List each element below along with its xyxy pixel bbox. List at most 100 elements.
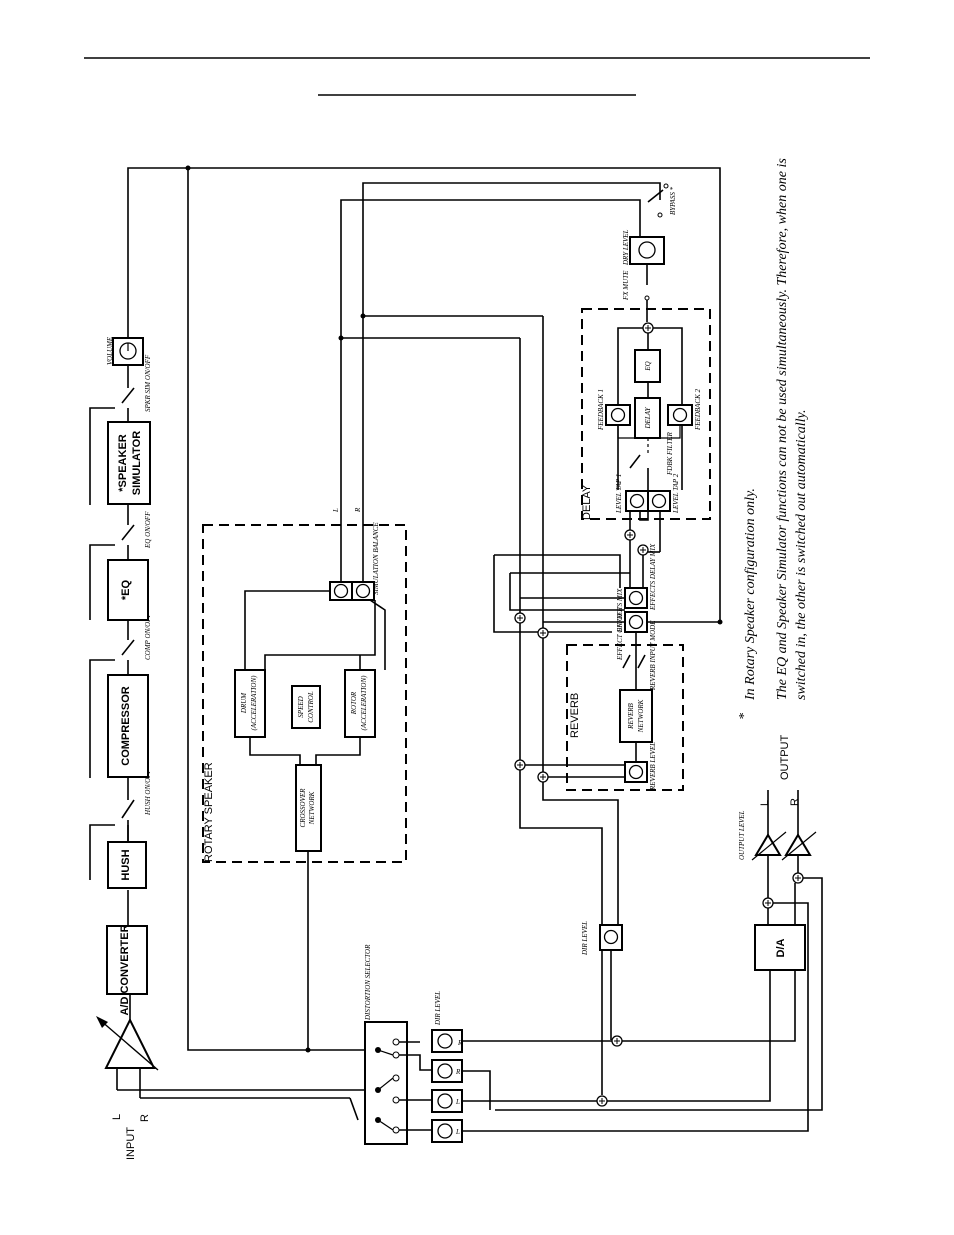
input-config-label: DISTORTION SELECTOR bbox=[364, 944, 372, 1021]
balance-label: SIMULATION BALANCE bbox=[372, 522, 380, 595]
footnote-line-3: switched in, the other is switched out a… bbox=[794, 410, 809, 700]
balance-l-knob-icon[interactable] bbox=[333, 583, 349, 599]
delay-eq-label: EQ bbox=[644, 361, 652, 371]
effects-delay-mix-label: EFFECTS DELAY MIX bbox=[649, 543, 657, 611]
speed-label-2: CONTROL bbox=[307, 691, 315, 723]
level-tap1-knob-icon[interactable] bbox=[629, 493, 645, 509]
effect-on-off-label: EFFECT ON/OFF bbox=[616, 607, 624, 661]
da-converter-label: D/A bbox=[775, 938, 787, 957]
da-converter-block bbox=[754, 924, 806, 971]
reverb-section bbox=[566, 644, 684, 791]
effect-on-off-switch[interactable] bbox=[622, 654, 646, 669]
output-l-amp-triangle bbox=[754, 833, 782, 856]
eq-switch bbox=[121, 524, 135, 541]
feedback2-knob-icon[interactable] bbox=[672, 407, 688, 423]
level-tap2-knob-icon[interactable] bbox=[651, 493, 667, 509]
speaker-simulator-label-2: SIMULATOR bbox=[131, 431, 143, 495]
input-gain-arrow bbox=[99, 1019, 159, 1071]
hush-label: HUSH bbox=[120, 849, 132, 880]
drum-label-2: (ACCELERATION) bbox=[250, 675, 258, 731]
output-r-label: R bbox=[789, 798, 801, 806]
speaker-simulator-label-1: *SPEAKER bbox=[117, 434, 129, 492]
output-level-label: OUTPUT LEVEL bbox=[738, 810, 746, 860]
fdbk-filter-label: FDBK FILTER bbox=[666, 431, 674, 476]
reverb-level-knob-icon[interactable] bbox=[628, 764, 644, 780]
input-l-label: L bbox=[111, 1114, 123, 1120]
rotary-l-out-wire bbox=[340, 199, 641, 582]
rotor-block bbox=[344, 669, 376, 738]
rotary-speaker-section bbox=[202, 524, 407, 863]
speed-label-1: SPEED bbox=[297, 696, 305, 717]
rotor-label-1: ROTOR bbox=[350, 691, 358, 715]
reverb-section-title: REVERB bbox=[569, 693, 581, 738]
delay-block-label: DELAY bbox=[644, 406, 652, 429]
spkr-sim-switch-label: SPKR SIM ON/OFF bbox=[144, 354, 152, 412]
speaker-simulator-block bbox=[107, 421, 151, 505]
delay-section-title: DELAY bbox=[581, 484, 593, 520]
reverb-input-mode-label: REVERB INPUT MODE bbox=[649, 620, 657, 691]
bypass-switch-label: BYPASS * bbox=[669, 186, 677, 215]
drum-block bbox=[234, 669, 266, 738]
dry-mix-level-knob-icon[interactable] bbox=[603, 929, 619, 945]
level-l2-tag: L bbox=[455, 1128, 460, 1136]
dry-level-label: DRY LEVEL bbox=[622, 229, 630, 266]
dry-level-knob-icon[interactable] bbox=[638, 241, 656, 259]
comp-switch bbox=[121, 639, 135, 656]
rotary-r-label: R bbox=[354, 507, 362, 513]
reverb-network-label-1: REVERB bbox=[627, 702, 635, 729]
input-r-label: R bbox=[139, 1114, 151, 1122]
reverb-network-label-2: NETWORK bbox=[637, 699, 645, 733]
crossover-label-2: NETWORK bbox=[308, 791, 316, 825]
hush-block bbox=[107, 841, 147, 889]
output-l-label: L bbox=[759, 800, 771, 806]
reverb-level-label: REVERB LEVEL bbox=[649, 742, 657, 791]
output-label: OUTPUT bbox=[779, 735, 791, 781]
fx-mute-label: FX MUTE bbox=[622, 270, 630, 301]
compressor-block bbox=[107, 674, 149, 778]
delay-section bbox=[581, 308, 711, 520]
fdbk-filter-switch[interactable] bbox=[629, 454, 641, 469]
crossover-label-1: CROSSOVER bbox=[299, 788, 307, 828]
ad-converter-block bbox=[106, 925, 148, 995]
level-tap1-label: LEVEL TAP 1 bbox=[615, 474, 623, 514]
rotary-section-title: ROTARY SPEAKER bbox=[203, 762, 215, 862]
bypass-switch[interactable] bbox=[647, 189, 664, 203]
feedback2-label: FEEDBACK 2 bbox=[694, 388, 702, 431]
feedback1-knob-icon[interactable] bbox=[610, 407, 626, 423]
rotor-label-2: (ACCELERATION) bbox=[360, 675, 368, 731]
dir-level-r-tag: R bbox=[457, 1039, 463, 1047]
dir-level-label-top: DIR LEVEL bbox=[581, 921, 589, 956]
footnote-line-1: In Rotary Speaker configuration only. bbox=[743, 488, 758, 701]
eq-label: *EQ bbox=[120, 579, 132, 600]
reverb-network-block bbox=[619, 689, 653, 743]
level-l1-knob-icon[interactable] bbox=[437, 1093, 453, 1109]
hush-switch bbox=[121, 799, 135, 825]
feedback1-label: FEEDBACK 1 bbox=[597, 389, 605, 431]
comp-switch-label: COMP ON/OFF bbox=[144, 613, 152, 660]
spkr-sim-switch bbox=[121, 387, 135, 404]
effects-mix-knob-icon[interactable] bbox=[628, 614, 644, 630]
level-l2-knob-icon[interactable] bbox=[437, 1123, 453, 1139]
effects-delay-mix-knob-icon[interactable] bbox=[628, 590, 644, 606]
hush-switch-label: HUSH ON/OFF bbox=[144, 769, 152, 816]
level-r2-knob-icon[interactable] bbox=[437, 1063, 453, 1079]
drum-label-1: DRUM bbox=[240, 692, 248, 714]
rotary-l-label: L bbox=[332, 508, 340, 513]
volume-out-wire bbox=[127, 167, 721, 623]
footnote-star: * bbox=[737, 713, 752, 720]
rotary-r-out-wire bbox=[362, 182, 661, 582]
fx-loop-bus bbox=[187, 168, 370, 1051]
dir-level-r-knob-icon[interactable] bbox=[437, 1033, 453, 1049]
crossover-block bbox=[295, 764, 322, 852]
footnote-line-2: The EQ and Speaker Simulator functions c… bbox=[775, 158, 790, 700]
speed-control-block bbox=[291, 685, 321, 729]
ad-converter-label: A/D CONVERTER bbox=[119, 924, 131, 1015]
level-r2-tag: R bbox=[455, 1068, 461, 1076]
eq-switch-label: EQ ON/OFF bbox=[144, 511, 152, 549]
level-l1-tag: L bbox=[455, 1098, 460, 1106]
dir-level-label: DIR LEVEL bbox=[434, 991, 442, 1026]
input-gain-arrowhead bbox=[96, 1016, 108, 1028]
balance-r-knob-icon[interactable] bbox=[355, 583, 371, 599]
